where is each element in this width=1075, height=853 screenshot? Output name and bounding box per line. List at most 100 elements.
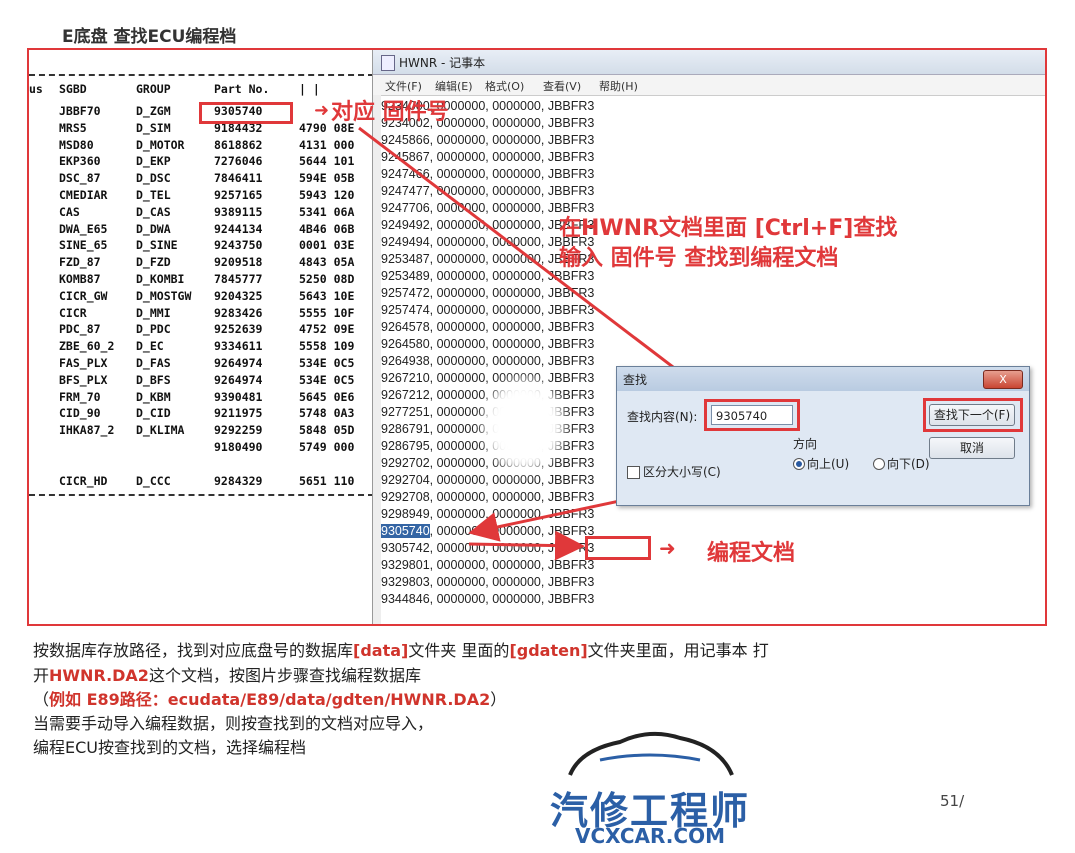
p3-bracket-close: ）: [490, 690, 507, 709]
notepad-line: 9253487, 0000000, 0000000, JBBFR3: [381, 252, 595, 266]
dashed-rule: [29, 74, 374, 80]
sgbd-cell: CMEDIAR: [59, 188, 108, 202]
find-next-button[interactable]: 查找下一个(F): [929, 404, 1015, 426]
menu-view[interactable]: 查看(V): [543, 80, 582, 93]
close-icon[interactable]: X: [983, 370, 1023, 389]
menu-file[interactable]: 文件(F): [385, 80, 422, 93]
direction-up-label: 向上(U): [807, 457, 850, 471]
p1-gdaten-folder: [gdaten]: [509, 641, 588, 660]
firmware-highlight-box: [199, 102, 293, 124]
direction-down-label: 向下(D): [887, 457, 930, 471]
sgbd-cell: DWA_E65: [59, 221, 108, 236]
direction-down-radio[interactable]: [873, 458, 885, 470]
notepad-line: 9292704, 0000000, 0000000, JBBFR3: [381, 473, 595, 487]
sgbd-cell: IHKA87_2: [59, 423, 115, 438]
menu-format[interactable]: 格式(O): [485, 80, 525, 93]
part-no-cell: 9264974: [214, 356, 263, 370]
case-sensitive-checkbox[interactable]: [627, 466, 640, 479]
logo-en: VCXCAR.COM: [575, 824, 725, 848]
extra-cell: 5341 06A: [299, 204, 355, 219]
notepad-line: 9257472, 0000000, 0000000, JBBFR3: [381, 286, 595, 300]
group-cell: D_ZGM: [136, 104, 171, 118]
arrow-right-icon: ➜: [314, 100, 330, 121]
sgbd-cell: SINE_65: [59, 238, 108, 253]
prog-file-annotation: 编程文档: [707, 541, 796, 566]
sgbd-cell: JBBF70: [59, 104, 101, 118]
extra-cell: 5749 000: [299, 440, 355, 454]
cancel-button[interactable]: 取消: [929, 437, 1015, 459]
extra-cell: 5558 109: [299, 339, 355, 354]
part-no-cell: 9334611: [214, 339, 263, 354]
notepad-line: 9267210, 0000000, 0000000, JBBFR3: [381, 371, 595, 385]
part-no-cell: 8618862: [214, 137, 263, 152]
extra-cell: 4B46 06B: [299, 221, 355, 236]
paragraph-5: 编程ECU按查找到的文档，选择编程档: [33, 738, 306, 757]
group-cell: D_FZD: [136, 255, 171, 270]
part-no-cell: 9292259: [214, 423, 263, 438]
notepad-line: 9247706, 0000000, 0000000, JBBFR3: [381, 201, 595, 215]
part-no-cell: Part No.: [214, 82, 270, 96]
p1-text-3: 文件夹里面，用记事本 打: [587, 641, 769, 660]
menu-help[interactable]: 帮助(H): [599, 80, 638, 93]
notepad-line: 9292708, 0000000, 0000000, JBBFR3: [381, 490, 595, 504]
smudge: [669, 290, 889, 340]
group-cell: D_SIM: [136, 120, 171, 135]
extra-cell: 5651 110: [299, 473, 355, 488]
notepad-line: 9264938, 0000000, 0000000, JBBFR3: [381, 354, 595, 368]
p2-text-2: 这个文档，按图片步骤查找编程数据库: [148, 666, 421, 685]
extra-cell: 5643 10E: [299, 288, 355, 303]
group-cell: D_KLIMA: [136, 423, 185, 438]
group-cell: D_PDC: [136, 322, 171, 337]
notepad-title: HWNR - 记事本: [399, 56, 486, 70]
part-no-cell: 9252639: [214, 322, 263, 337]
sgbd-cell: KOMB87: [59, 272, 101, 286]
part-no-cell: 9264974: [214, 372, 263, 387]
notepad-gutter: [373, 95, 381, 624]
notepad-line: 9247477, 0000000, 0000000, JBBFR3: [381, 184, 595, 198]
dashed-rule: [29, 494, 374, 500]
extra-cell: 4131 000: [299, 137, 355, 152]
part-no-cell: 9209518: [214, 255, 263, 270]
extra-cell: 594E 05B: [299, 171, 355, 186]
p1-data-folder: [data]: [353, 641, 409, 660]
notepad-line: 9264578, 0000000, 0000000, JBBFR3: [381, 320, 595, 334]
sgbd-cell: FRM_70: [59, 389, 101, 404]
instruction-line-1: 在HWNR文档里面 [Ctrl+F]查找: [559, 216, 898, 241]
page-number: 51/: [940, 792, 965, 810]
p1-text-2: 文件夹 里面的: [408, 641, 510, 660]
case-sensitive-label: 区分大小写(C): [643, 465, 721, 479]
notepad-line: 9264580, 0000000, 0000000, JBBFR3: [381, 337, 595, 351]
sgbd-cell: PDC_87: [59, 322, 101, 337]
sgbd-cell: ZBE_60_2: [59, 339, 115, 354]
extra-cell: | |: [299, 82, 320, 96]
find-next-highlight-box: [923, 398, 1023, 432]
extra-cell: 5645 0E6: [299, 389, 355, 404]
paragraph-3: （例如 E89路径：ecudata/E89/data/gdten/HWNR.DA…: [33, 686, 506, 710]
notepad-line: 9234000, 0000000, 0000000, JBBFR3: [381, 99, 595, 113]
notepad-line: 9247466, 0000000, 0000000, JBBFR3: [381, 167, 595, 181]
group-cell: D_CCC: [136, 473, 171, 488]
notepad-window: HWNR - 记事本 文件(F) 编辑(E) 格式(O) 查看(V) 帮助(H)…: [372, 50, 1045, 624]
extra-cell: 5250 08D: [299, 272, 355, 286]
extra-cell: 4790 08E: [299, 120, 355, 135]
find-input[interactable]: 9305740: [711, 405, 793, 425]
notepad-line: 9253489, 0000000, 0000000, JBBFR3: [381, 269, 595, 283]
part-no-cell: 9243750: [214, 238, 263, 253]
arrow-right-icon: ➜: [659, 536, 676, 560]
part-no-cell: 9244134: [214, 221, 263, 236]
menu-edit[interactable]: 编辑(E): [435, 80, 473, 93]
part-no-cell: 9211975: [214, 406, 263, 421]
notepad-line: 9249492, 0000000, 0000000, JBBFR3: [381, 217, 594, 234]
paragraph-1: 按数据库存放路径，找到对应底盘号的数据库[data]文件夹 里面的[gdaten…: [33, 637, 769, 661]
part-no-cell: 9305740: [214, 104, 263, 118]
notepad-line: 9249494, 0000000, 0000000, JBBFR3: [381, 235, 595, 249]
group-cell: D_MOSTGW: [136, 288, 192, 303]
direction-up-radio[interactable]: [793, 458, 805, 470]
extra-cell: 534E 0C5: [299, 372, 355, 387]
direction-label: 方向: [793, 437, 818, 451]
part-no-cell: 7845777: [214, 272, 263, 286]
status-cell: us: [29, 82, 43, 96]
group-cell: D_EC: [136, 339, 164, 354]
prog-file-highlight-box: [585, 536, 651, 560]
